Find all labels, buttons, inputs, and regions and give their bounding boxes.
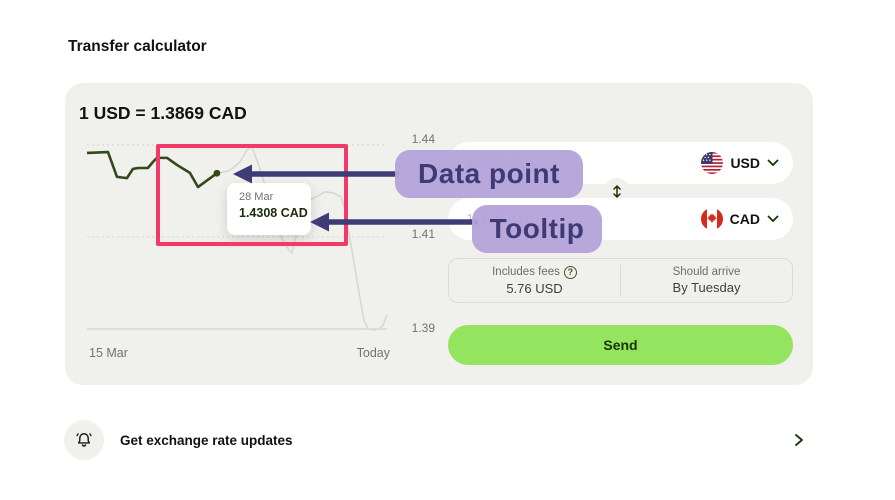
fees-label: Includes fees <box>492 266 560 278</box>
arrival-value: By Tuesday <box>672 280 741 295</box>
send-button[interactable]: Send <box>448 325 793 365</box>
rate-updates-row[interactable]: Get exchange rate updates <box>60 414 820 466</box>
chevron-down-icon <box>767 159 779 166</box>
rate-heading: 1 USD = 1.3869 CAD <box>79 103 247 123</box>
chevron-down-icon <box>767 215 779 222</box>
y-axis-tick: 1.39 <box>411 321 435 335</box>
exchange-rate-chart[interactable] <box>85 130 397 345</box>
question-circle-icon[interactable]: ? <box>563 265 577 279</box>
tooltip-value: 1.4308 CAD <box>239 206 308 220</box>
rate-updates-label: Get exchange rate updates <box>120 432 293 448</box>
us-flag-icon <box>701 152 724 174</box>
chart-tooltip: 28 Mar 1.4308 CAD <box>227 183 311 235</box>
y-axis-tick: 1.41 <box>411 227 435 241</box>
currency-selector-to[interactable]: CAD <box>700 208 779 230</box>
canada-flag-icon <box>700 208 723 230</box>
annotation-data-point-label: Data point <box>395 150 583 198</box>
annotation-tooltip-label: Tooltip <box>472 205 602 253</box>
arrival-label: Should arrive <box>672 266 741 278</box>
tooltip-date: 28 Mar <box>239 191 274 203</box>
bell-icon <box>76 433 92 447</box>
arrival-column: Should arrive By Tuesday <box>621 259 792 302</box>
bell-circle <box>64 420 104 460</box>
x-axis-tick: 15 Mar <box>89 346 128 360</box>
currency-code-to: CAD <box>729 211 760 227</box>
marked-data-point <box>213 169 221 177</box>
transfer-calculator-card: 1 USD = 1.3869 CAD 1.44 1.41 1.39 15 Mar… <box>65 83 813 385</box>
currency-selector-from[interactable]: USD <box>701 152 779 174</box>
divider <box>620 265 621 296</box>
swap-vertical-icon <box>613 184 621 198</box>
page-title: Transfer calculator <box>68 38 207 55</box>
currency-code-from: USD <box>730 155 760 171</box>
fees-arrival-box: Includes fees ? 5.76 USD Should arrive B… <box>448 258 793 303</box>
fees-label-row: Includes fees ? <box>492 265 577 279</box>
fees-value: 5.76 USD <box>506 280 563 296</box>
y-axis-tick: 1.44 <box>411 132 435 146</box>
x-axis-tick: Today <box>356 346 390 360</box>
chevron-right-icon[interactable] <box>794 433 804 447</box>
fees-column: Includes fees ? 5.76 USD <box>449 259 620 302</box>
